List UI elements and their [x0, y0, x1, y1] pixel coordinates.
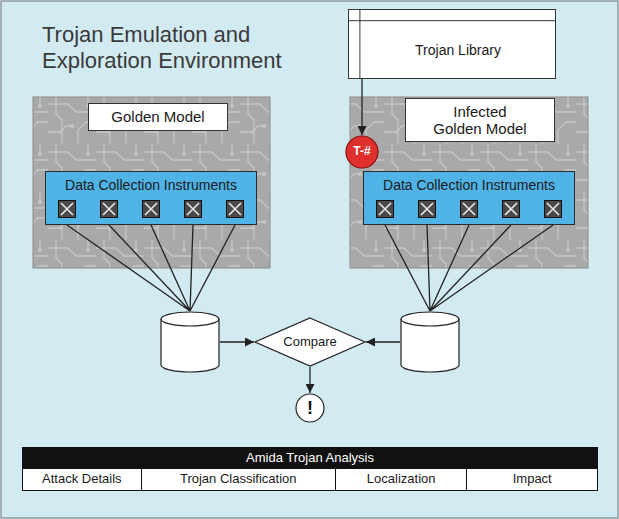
instrument-symbol	[544, 200, 562, 218]
instrument-symbol	[226, 200, 244, 218]
node-text: Impact	[513, 472, 552, 487]
node-text: Trojan Library	[415, 42, 501, 58]
node-text: Infected Golden Model	[428, 103, 532, 138]
node-text: T-#	[353, 145, 370, 159]
instrument-row	[58, 200, 244, 218]
decision-diamond: Compare	[254, 317, 366, 367]
node-text: Trojan Classification	[180, 472, 297, 487]
connector	[366, 341, 400, 342]
database-cylinder	[400, 311, 460, 373]
instrument-symbol	[418, 200, 436, 218]
instrument-symbol	[142, 200, 160, 218]
connector	[67, 225, 235, 311]
analysis-cell: Localization	[335, 469, 467, 490]
model-label-box: Golden Model	[88, 103, 228, 131]
instrument-band: Data Collection Instruments	[45, 171, 257, 225]
node-outline	[400, 311, 460, 373]
cell-row: Attack Details Trojan Classification Local…	[23, 469, 597, 490]
instrument-symbol	[460, 200, 478, 218]
instrument-symbol	[502, 200, 520, 218]
alert-circle: !	[295, 393, 325, 423]
node-outline	[160, 311, 220, 373]
instrument-symbol	[376, 200, 394, 218]
diagram-title: Trojan Emulation and Exploration Environ…	[42, 22, 292, 75]
instrument-band: Data Collection Instruments	[363, 171, 575, 225]
trojan-marker: T-#	[345, 135, 379, 169]
node-text: Localization	[367, 472, 436, 487]
analysis-cell: Trojan Classification	[141, 469, 335, 490]
circuit-board	[33, 97, 270, 268]
analysis-cell: Attack Details	[23, 469, 141, 490]
node-text: Data Collection Instruments	[65, 178, 237, 193]
connector	[309, 367, 310, 393]
instrument-symbol	[100, 200, 118, 218]
library-box: Trojan Library	[348, 9, 556, 79]
node-text: Compare	[283, 335, 336, 350]
analysis-panel: Amida Trojan AnalysisAttack Details Troja…	[22, 447, 598, 491]
connector	[361, 79, 362, 135]
node-text: Attack Details	[42, 472, 121, 487]
connector	[385, 225, 553, 311]
instrument-row	[376, 200, 562, 218]
model-label-box: Infected Golden Model	[405, 98, 555, 143]
connector	[220, 341, 254, 342]
node-text: Amida Trojan Analysis	[23, 448, 597, 469]
analysis-cell: Impact	[466, 469, 597, 490]
circuit-board	[350, 97, 588, 268]
database-cylinder	[160, 311, 220, 373]
node-text: Golden Model	[111, 108, 204, 125]
instrument-symbol	[184, 200, 202, 218]
instrument-symbol	[58, 200, 76, 218]
node-text: Data Collection Instruments	[383, 178, 555, 193]
node-text: !	[307, 398, 313, 419]
